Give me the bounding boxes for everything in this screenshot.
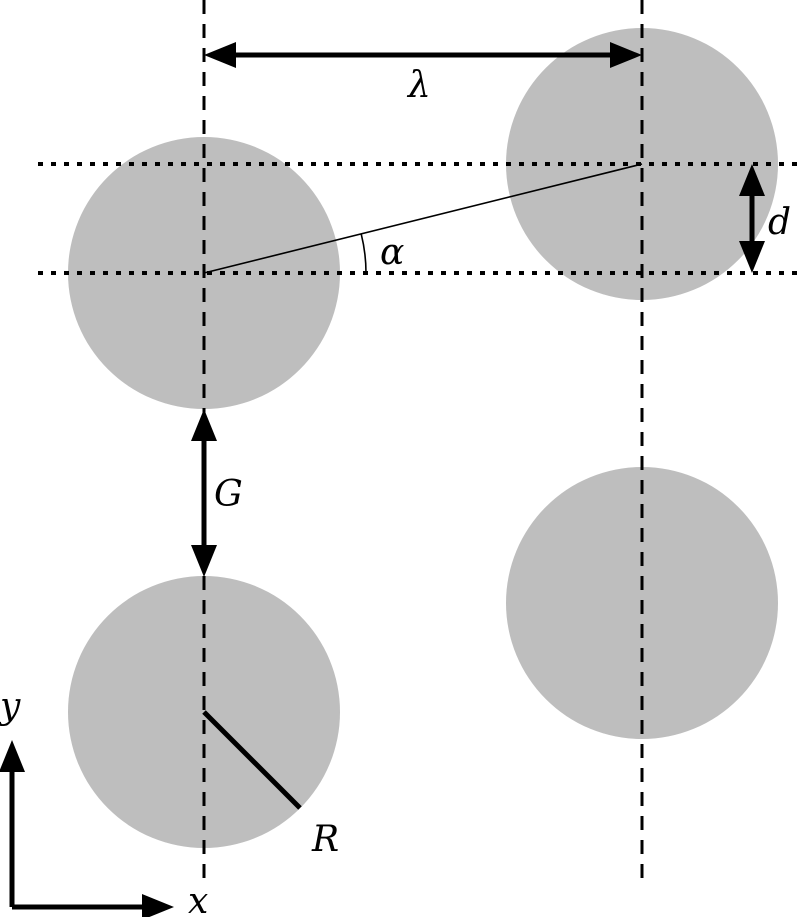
offset-arrow: [739, 164, 765, 273]
gap-arrow: [191, 409, 217, 577]
coordinate-axes: [0, 740, 174, 917]
radius-line: [202, 710, 302, 810]
angle-label: α: [380, 232, 404, 273]
y-axis-label: y: [0, 686, 21, 727]
angle-arc: [360, 233, 367, 274]
center-connecting-line: [203, 163, 643, 274]
gap-label: G: [214, 474, 243, 515]
radius-label: R: [311, 819, 339, 860]
wavelength-arrow: [204, 42, 642, 68]
wavelength-label: λ: [406, 65, 431, 106]
offset-label: d: [768, 202, 791, 243]
x-axis-label: x: [188, 881, 208, 917]
